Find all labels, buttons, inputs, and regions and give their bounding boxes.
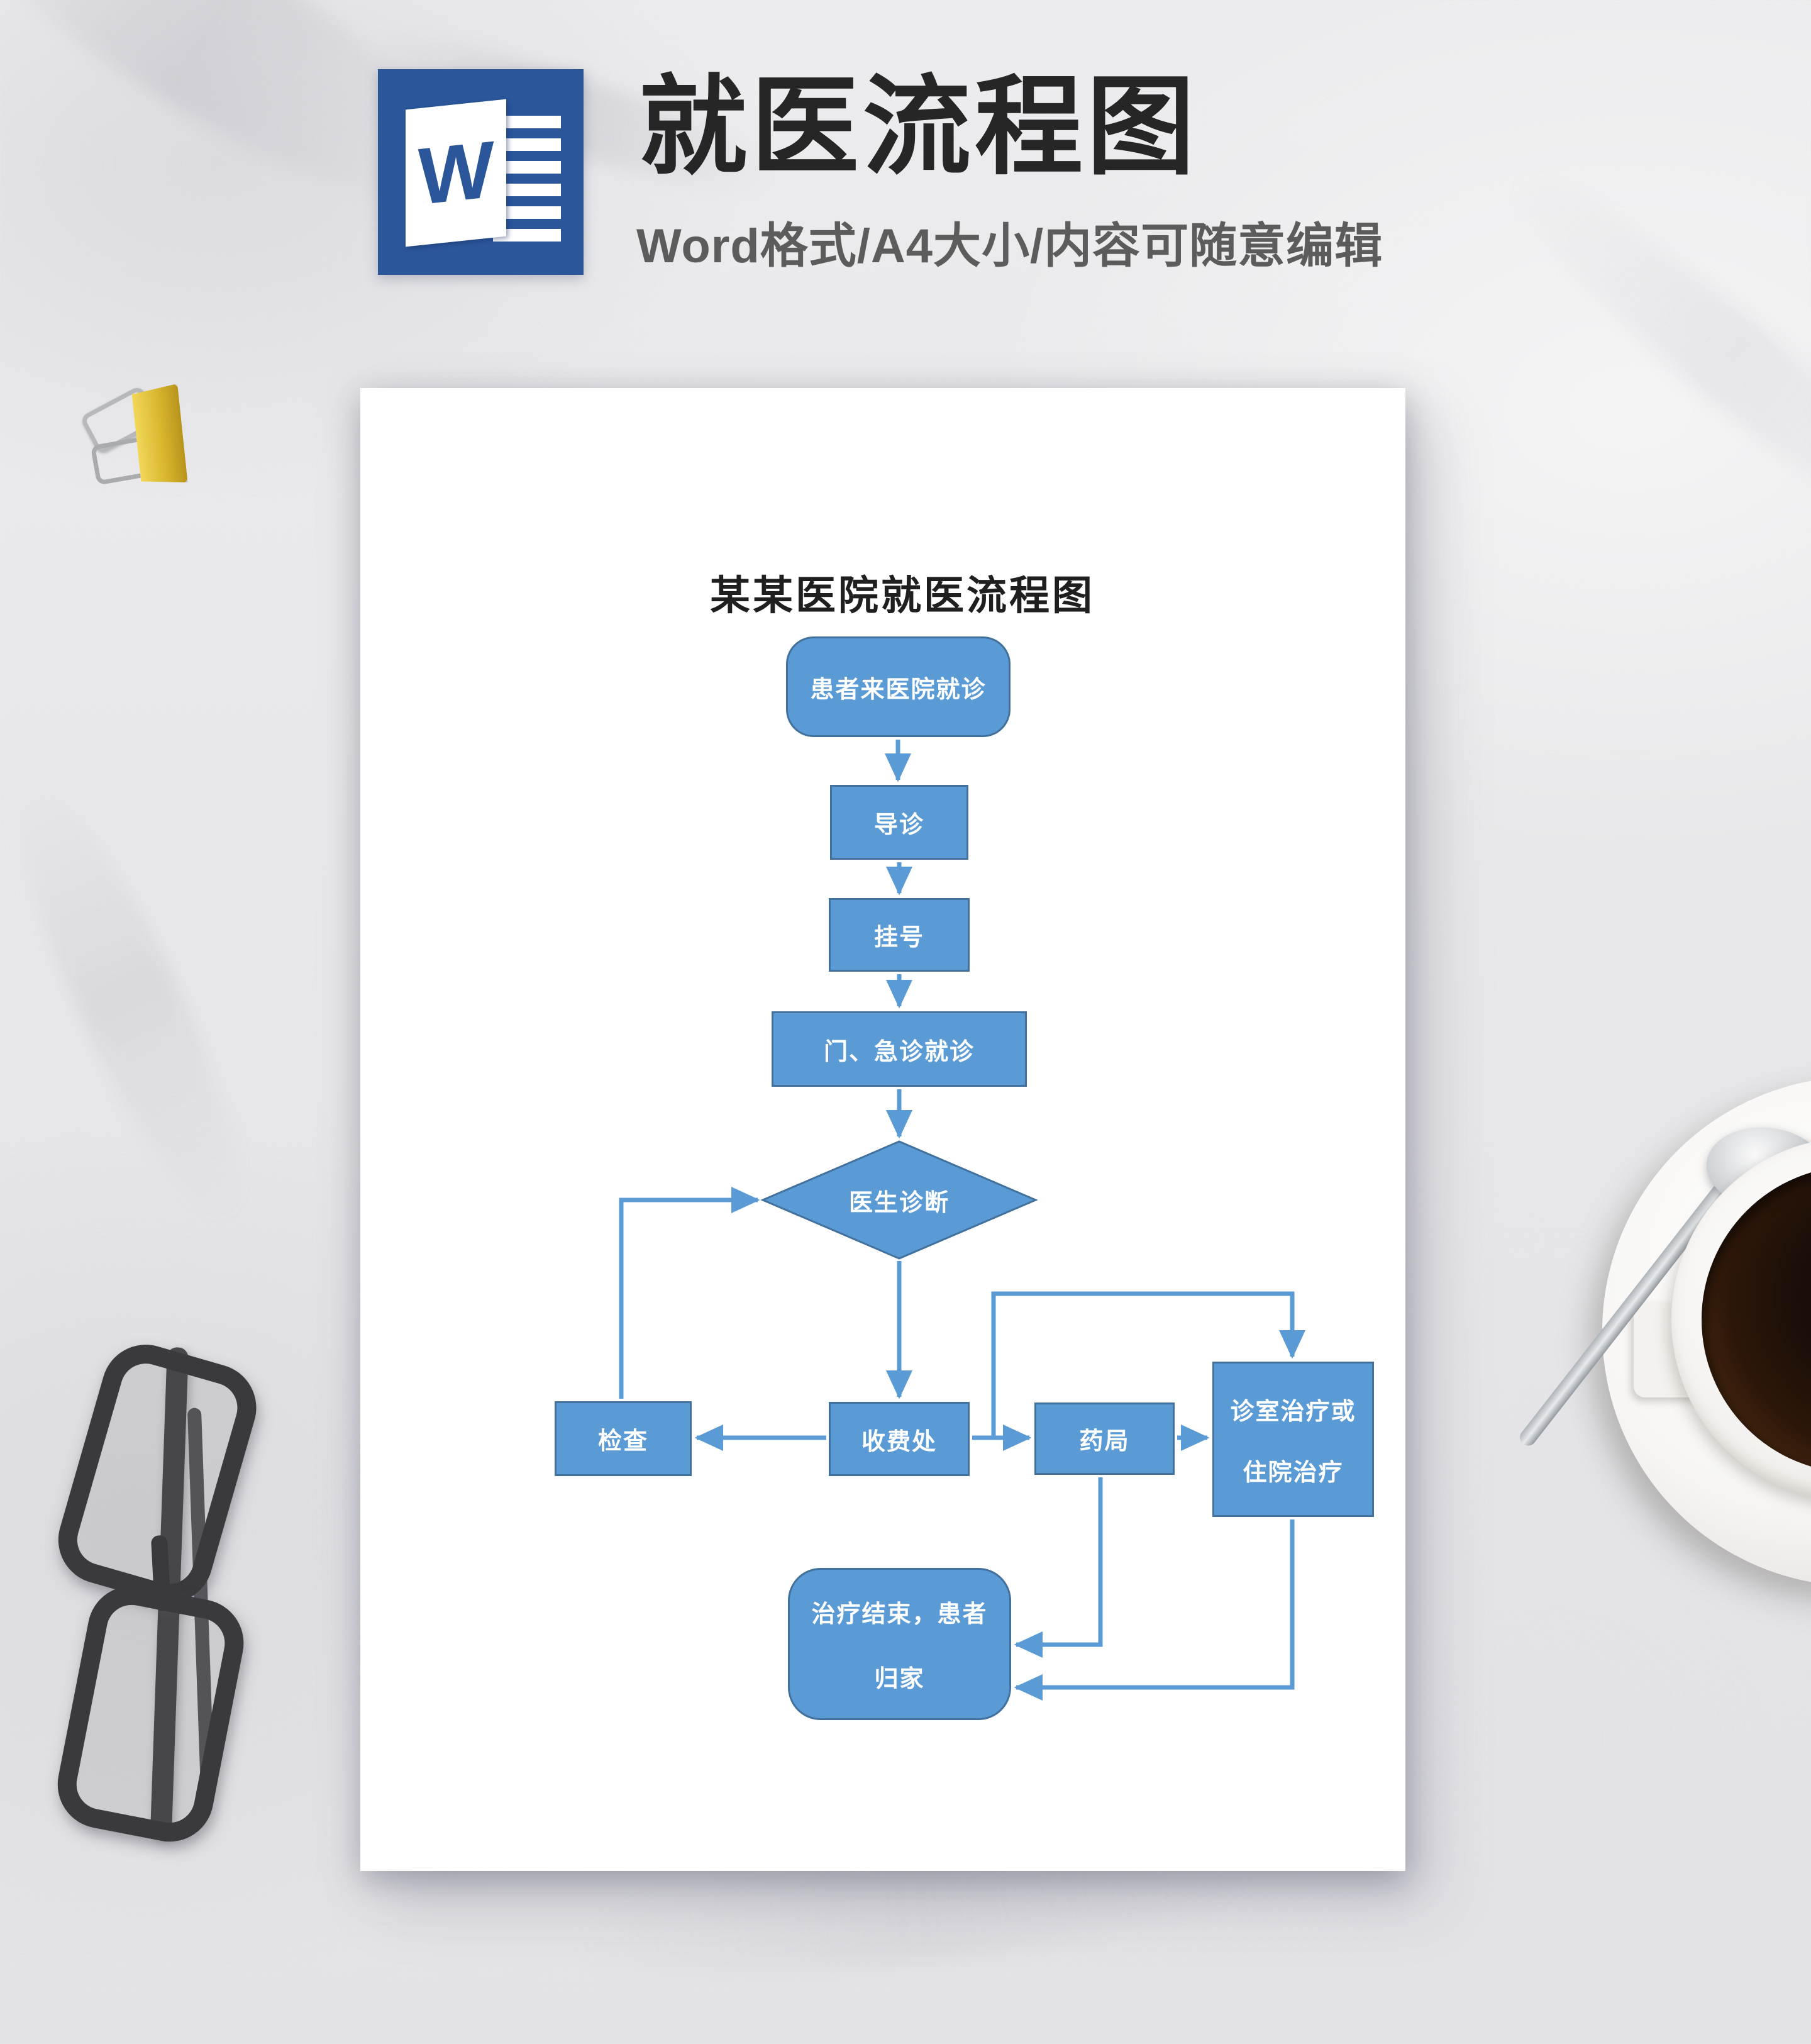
flow-node-guide-label: 导诊 xyxy=(873,812,924,838)
flow-node-exam[interactable]: 检查 xyxy=(555,1401,692,1476)
flow-node-finish-line1: 治疗结束，患者 xyxy=(811,1601,988,1628)
flow-node-outpatient-label: 门、急诊就诊 xyxy=(823,1038,975,1065)
flow-node-diagnosis-label: 医生诊断 xyxy=(848,1189,950,1216)
flow-node-pharmacy[interactable]: 药局 xyxy=(1034,1402,1175,1475)
flow-node-treatment-line2: 住院治疗 xyxy=(1243,1459,1344,1486)
eyeglasses-lens xyxy=(50,1578,252,1850)
flow-node-treatment[interactable]: 诊室治疗或 住院治疗 xyxy=(1212,1362,1374,1517)
word-icon-textline xyxy=(493,161,561,174)
word-icon: W xyxy=(378,69,584,275)
flow-node-start-label: 患者来医院就诊 xyxy=(810,676,987,703)
header-subtitle: Word格式/A4大小/内容可随意编辑 xyxy=(636,219,1383,273)
flow-node-treatment-line1: 诊室治疗或 xyxy=(1230,1398,1356,1425)
flow-node-finish-line2: 归家 xyxy=(874,1666,925,1692)
marble-vein xyxy=(0,744,278,1243)
header-title: 就医流程图 xyxy=(639,67,1199,187)
flow-node-cashier[interactable]: 收费处 xyxy=(829,1402,970,1476)
eyeglasses xyxy=(0,1313,322,1895)
flow-node-cashier-label: 收费处 xyxy=(861,1428,937,1455)
word-icon-textline xyxy=(493,184,561,196)
flow-node-outpatient[interactable]: 门、急诊就诊 xyxy=(772,1011,1027,1087)
flow-node-start[interactable]: 患者来医院就诊 xyxy=(786,636,1011,737)
word-icon-letter: W xyxy=(418,124,494,222)
marble-vein xyxy=(1484,143,1811,574)
flow-node-register[interactable]: 挂号 xyxy=(829,898,970,972)
flow-node-pharmacy-label: 药局 xyxy=(1079,1428,1130,1455)
word-icon-textline xyxy=(493,138,561,151)
word-icon-textline xyxy=(493,229,561,242)
flow-node-guide[interactable]: 导诊 xyxy=(830,785,968,860)
flowchart-title: 某某医院就医流程图 xyxy=(710,573,1095,618)
flow-node-finish[interactable]: 治疗结束，患者 归家 xyxy=(788,1568,1011,1720)
flow-node-register-label: 挂号 xyxy=(873,925,924,951)
flow-node-exam-label: 检查 xyxy=(597,1428,648,1455)
word-icon-textline xyxy=(493,206,561,219)
word-icon-textline xyxy=(493,116,561,128)
binder-clip xyxy=(79,379,208,510)
